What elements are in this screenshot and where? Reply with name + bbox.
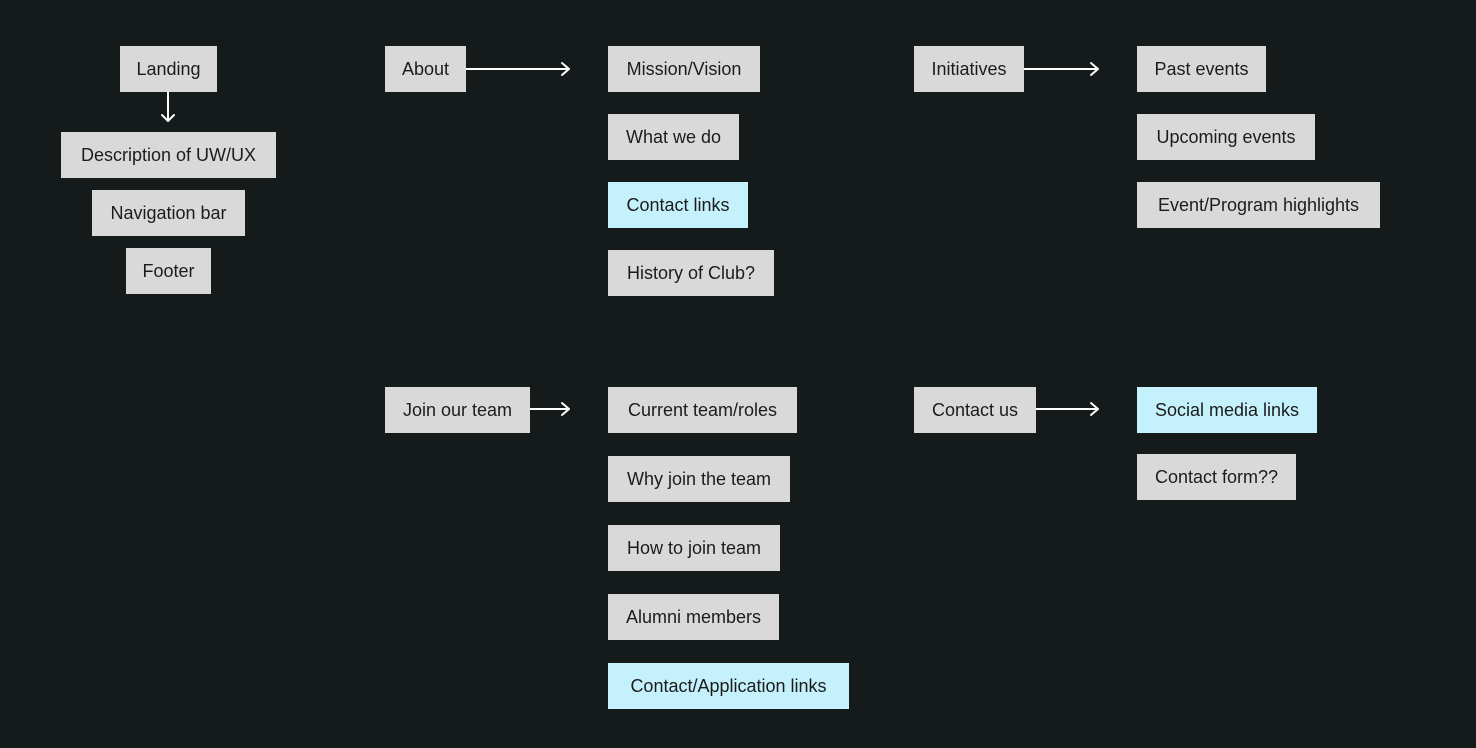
about-node[interactable]: About	[385, 46, 466, 92]
landing-node[interactable]: Landing	[120, 46, 217, 92]
contact-item-contact-form[interactable]: Contact form??	[1137, 454, 1296, 500]
join-item-application-links[interactable]: Contact/Application links	[608, 663, 849, 709]
arrow-about-to-items	[465, 62, 570, 76]
about-item-contact-links[interactable]: Contact links	[608, 182, 748, 228]
arrow-landing-to-description	[161, 91, 175, 122]
join-item-how-to-join[interactable]: How to join team	[608, 525, 780, 571]
about-item-history[interactable]: History of Club?	[608, 250, 774, 296]
join-item-current-team[interactable]: Current team/roles	[608, 387, 797, 433]
arrow-join-to-items	[529, 402, 570, 416]
about-item-what-we-do[interactable]: What we do	[608, 114, 739, 160]
join-node[interactable]: Join our team	[385, 387, 530, 433]
initiatives-item-highlights[interactable]: Event/Program highlights	[1137, 182, 1380, 228]
initiatives-item-past-events[interactable]: Past events	[1137, 46, 1266, 92]
contact-item-social-media[interactable]: Social media links	[1137, 387, 1317, 433]
initiatives-item-upcoming-events[interactable]: Upcoming events	[1137, 114, 1315, 160]
landing-item-description[interactable]: Description of UW/UX	[61, 132, 276, 178]
join-item-why-join[interactable]: Why join the team	[608, 456, 790, 502]
about-item-mission-vision[interactable]: Mission/Vision	[608, 46, 760, 92]
arrow-initiatives-to-items	[1023, 62, 1099, 76]
join-item-alumni[interactable]: Alumni members	[608, 594, 779, 640]
contact-node[interactable]: Contact us	[914, 387, 1036, 433]
landing-item-navigation-bar[interactable]: Navigation bar	[92, 190, 245, 236]
arrow-contact-to-items	[1035, 402, 1099, 416]
landing-item-footer[interactable]: Footer	[126, 248, 211, 294]
initiatives-node[interactable]: Initiatives	[914, 46, 1024, 92]
